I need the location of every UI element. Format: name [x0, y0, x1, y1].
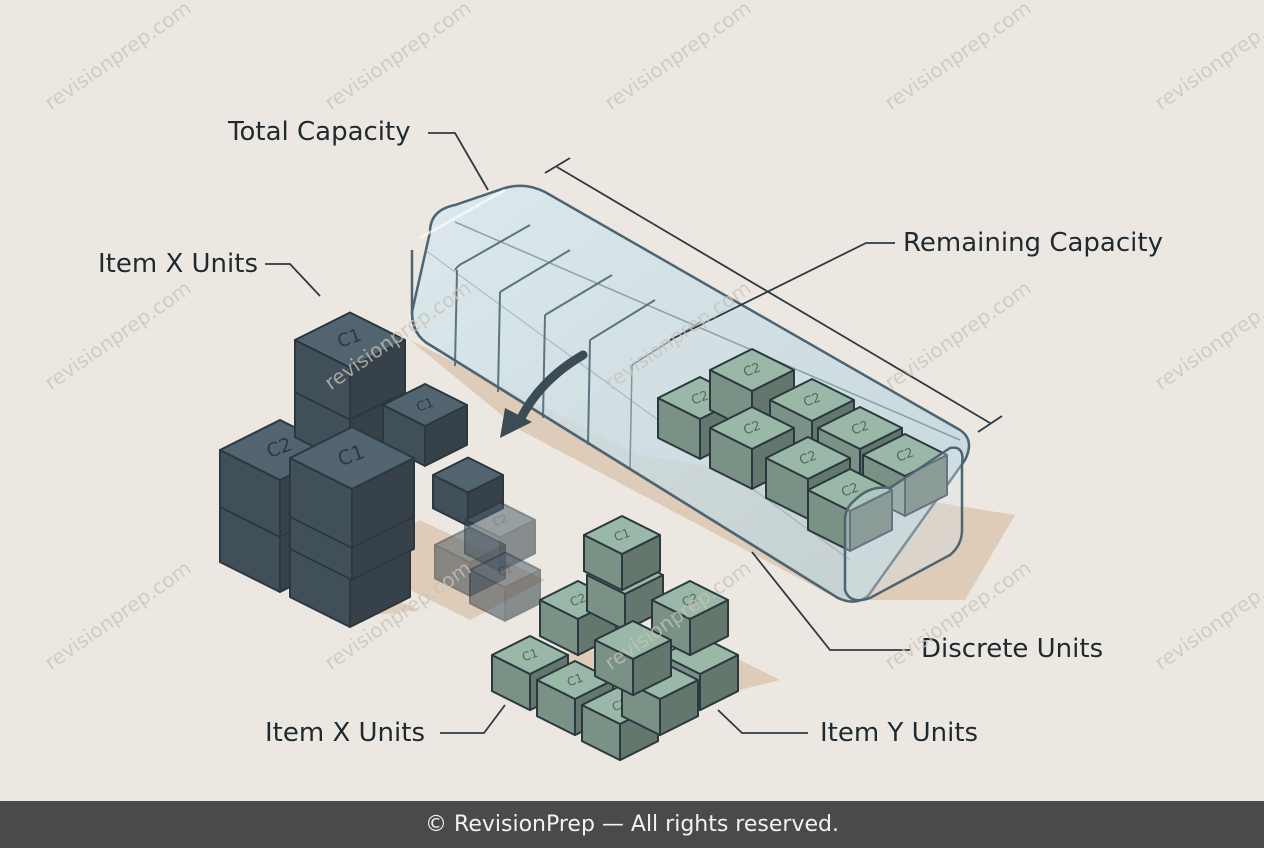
- cube: C1: [382, 383, 468, 467]
- cube-code-label: C2: [797, 448, 818, 468]
- cube-code-label: C2: [801, 390, 822, 410]
- cube: C2: [807, 468, 893, 552]
- cube-code-label: C2: [741, 360, 762, 380]
- cube-code-label: C1: [565, 671, 585, 690]
- cube-code-label: C2: [741, 418, 762, 438]
- leader-item-x-bottom: [440, 704, 506, 734]
- label-item-x-units-bottom: Item X Units: [265, 718, 425, 748]
- cube-code-label: C2: [680, 591, 700, 610]
- footer-copyright: © RevisionPrep — All rights reserved.: [425, 812, 839, 837]
- cube-code-label: C1: [520, 646, 540, 665]
- cube-code-label: C2: [689, 388, 710, 408]
- cube: C1: [469, 551, 541, 622]
- label-item-x-units-top: Item X Units: [98, 249, 258, 279]
- cube-code-label: C2: [894, 445, 915, 465]
- cube-code-label: C1: [612, 526, 632, 545]
- glass-front-face: [410, 250, 964, 602]
- cube-code-label: C2: [849, 418, 870, 438]
- cube: C1: [294, 311, 406, 421]
- label-item-y-units: Item Y Units: [820, 718, 979, 748]
- label-total-capacity: Total Capacity: [228, 117, 411, 147]
- cube-code-label: C2: [839, 480, 860, 500]
- footer-bar: © RevisionPrep — All rights reserved.: [0, 801, 1264, 848]
- leader-item-y: [717, 709, 808, 734]
- dimension-line: [544, 157, 1003, 433]
- leader-total-capacity: [428, 132, 489, 191]
- leader-remaining-capacity: [669, 242, 895, 341]
- cube: [594, 620, 672, 697]
- cube: C2: [651, 580, 729, 657]
- leader-lines: [265, 132, 910, 734]
- cube-code-label: C1: [496, 562, 514, 579]
- transfer-arrow: [500, 350, 588, 438]
- label-discrete-units: Discrete Units: [921, 634, 1104, 664]
- cube-code-label: C2: [491, 512, 509, 529]
- leader-discrete-units: [751, 551, 910, 651]
- cube-code-label: C2: [568, 591, 588, 610]
- cube: C1: [289, 426, 415, 549]
- label-remaining-capacity: Remaining Capacity: [903, 228, 1163, 258]
- cube-code-label: C1: [414, 395, 435, 415]
- leader-item-x-top: [265, 263, 321, 297]
- cube: C1: [583, 515, 661, 592]
